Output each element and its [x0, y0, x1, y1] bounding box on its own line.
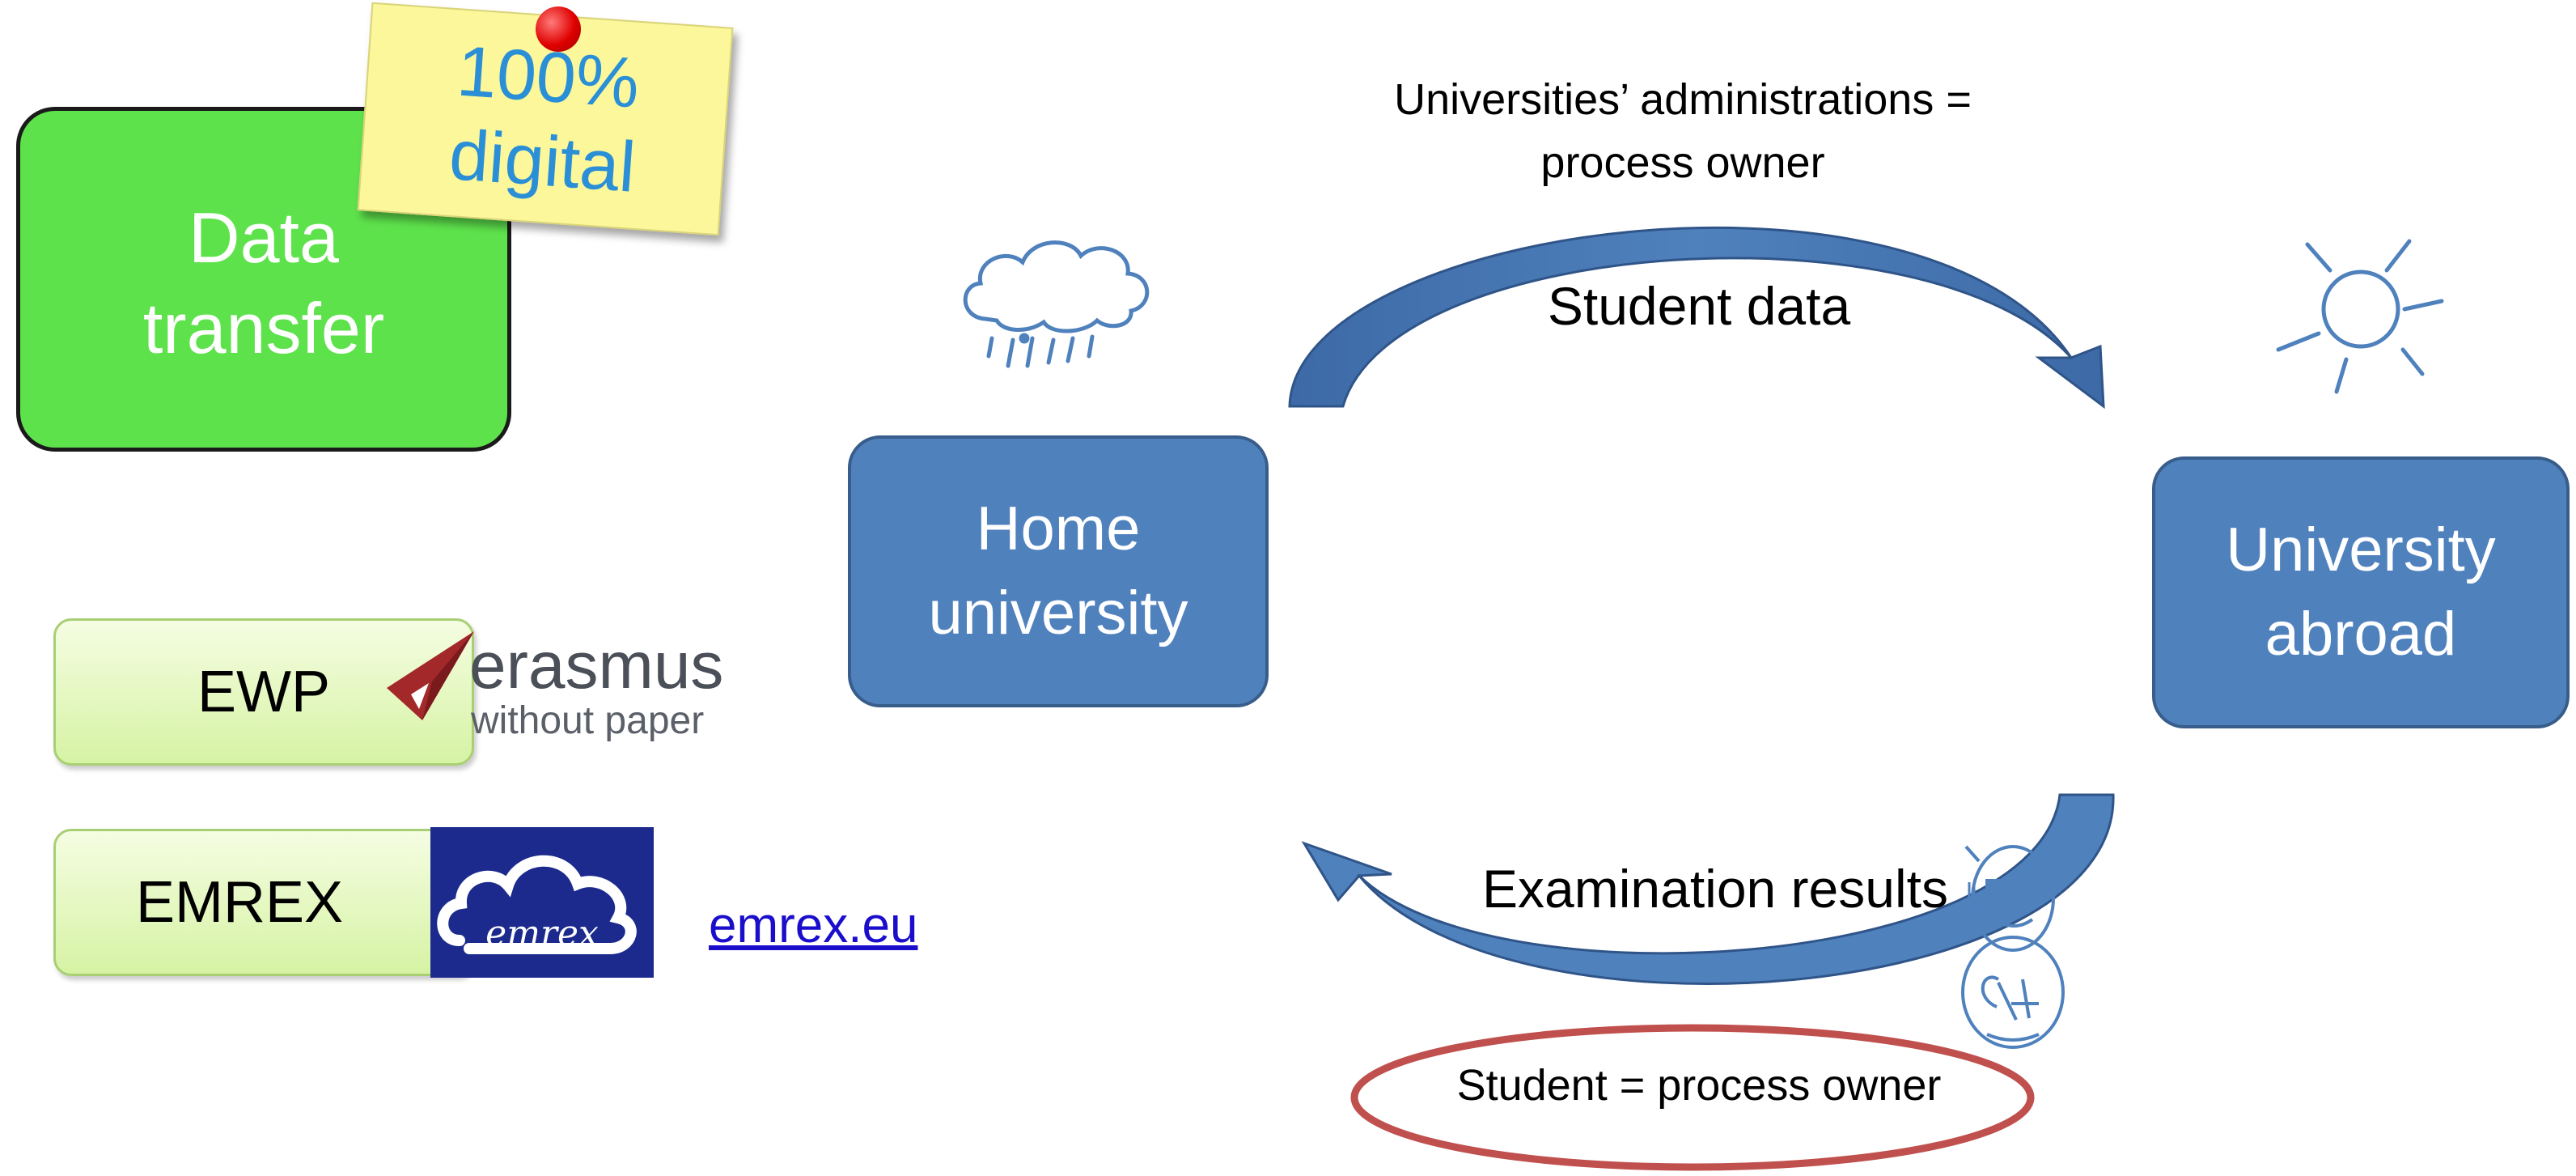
top-arrow [1288, 227, 2105, 410]
rain-cloud-icon [963, 240, 1150, 368]
student-owner-label: Student = process owner [1456, 1061, 1942, 1110]
university-abroad-line2: abroad [2265, 600, 2457, 669]
cloud-logo-icon [437, 855, 637, 954]
emrex-logo: emrex [430, 827, 654, 978]
erasmus-word: erasmus [469, 629, 723, 703]
ewp-box: EWP [53, 618, 474, 766]
bottom-arrow [1301, 793, 2115, 985]
emrex-logo-text: emrex [485, 913, 599, 954]
erasmus-tagline: without paper [470, 699, 704, 742]
admin-caption-line2: process owner [1540, 138, 1825, 187]
sun-icon [2276, 239, 2444, 394]
paper-plane-icon [387, 631, 474, 720]
home-university-line2: university [928, 579, 1188, 647]
student-owner-ellipse [1350, 1024, 2035, 1171]
admin-caption-line1: Universities’ administrations = [1394, 75, 1972, 124]
data-transfer-line1: Data [189, 197, 339, 278]
student-data-label: Student data [1547, 276, 1851, 336]
university-abroad-box: University abroad [2152, 456, 2570, 728]
university-abroad-line1: University [2226, 516, 2496, 584]
emrex-box: EMREX [53, 829, 474, 976]
student-face-icon [1961, 845, 2065, 1049]
admin-caption: Universities’ administrations = process … [1278, 68, 2087, 194]
examination-results-label: Examination results [1482, 859, 1948, 919]
home-university-line1: Home [976, 495, 1141, 563]
erasmus-without-paper-logo: erasmus without paper [387, 629, 723, 742]
data-transfer-line2: transfer [142, 288, 385, 368]
ewp-label: EWP [197, 660, 330, 724]
emrex-label: EMREX [135, 870, 344, 935]
pushpin-icon [536, 6, 581, 52]
emrex-link[interactable]: emrex.eu [709, 898, 918, 953]
home-university-box: Home university [848, 435, 1269, 707]
